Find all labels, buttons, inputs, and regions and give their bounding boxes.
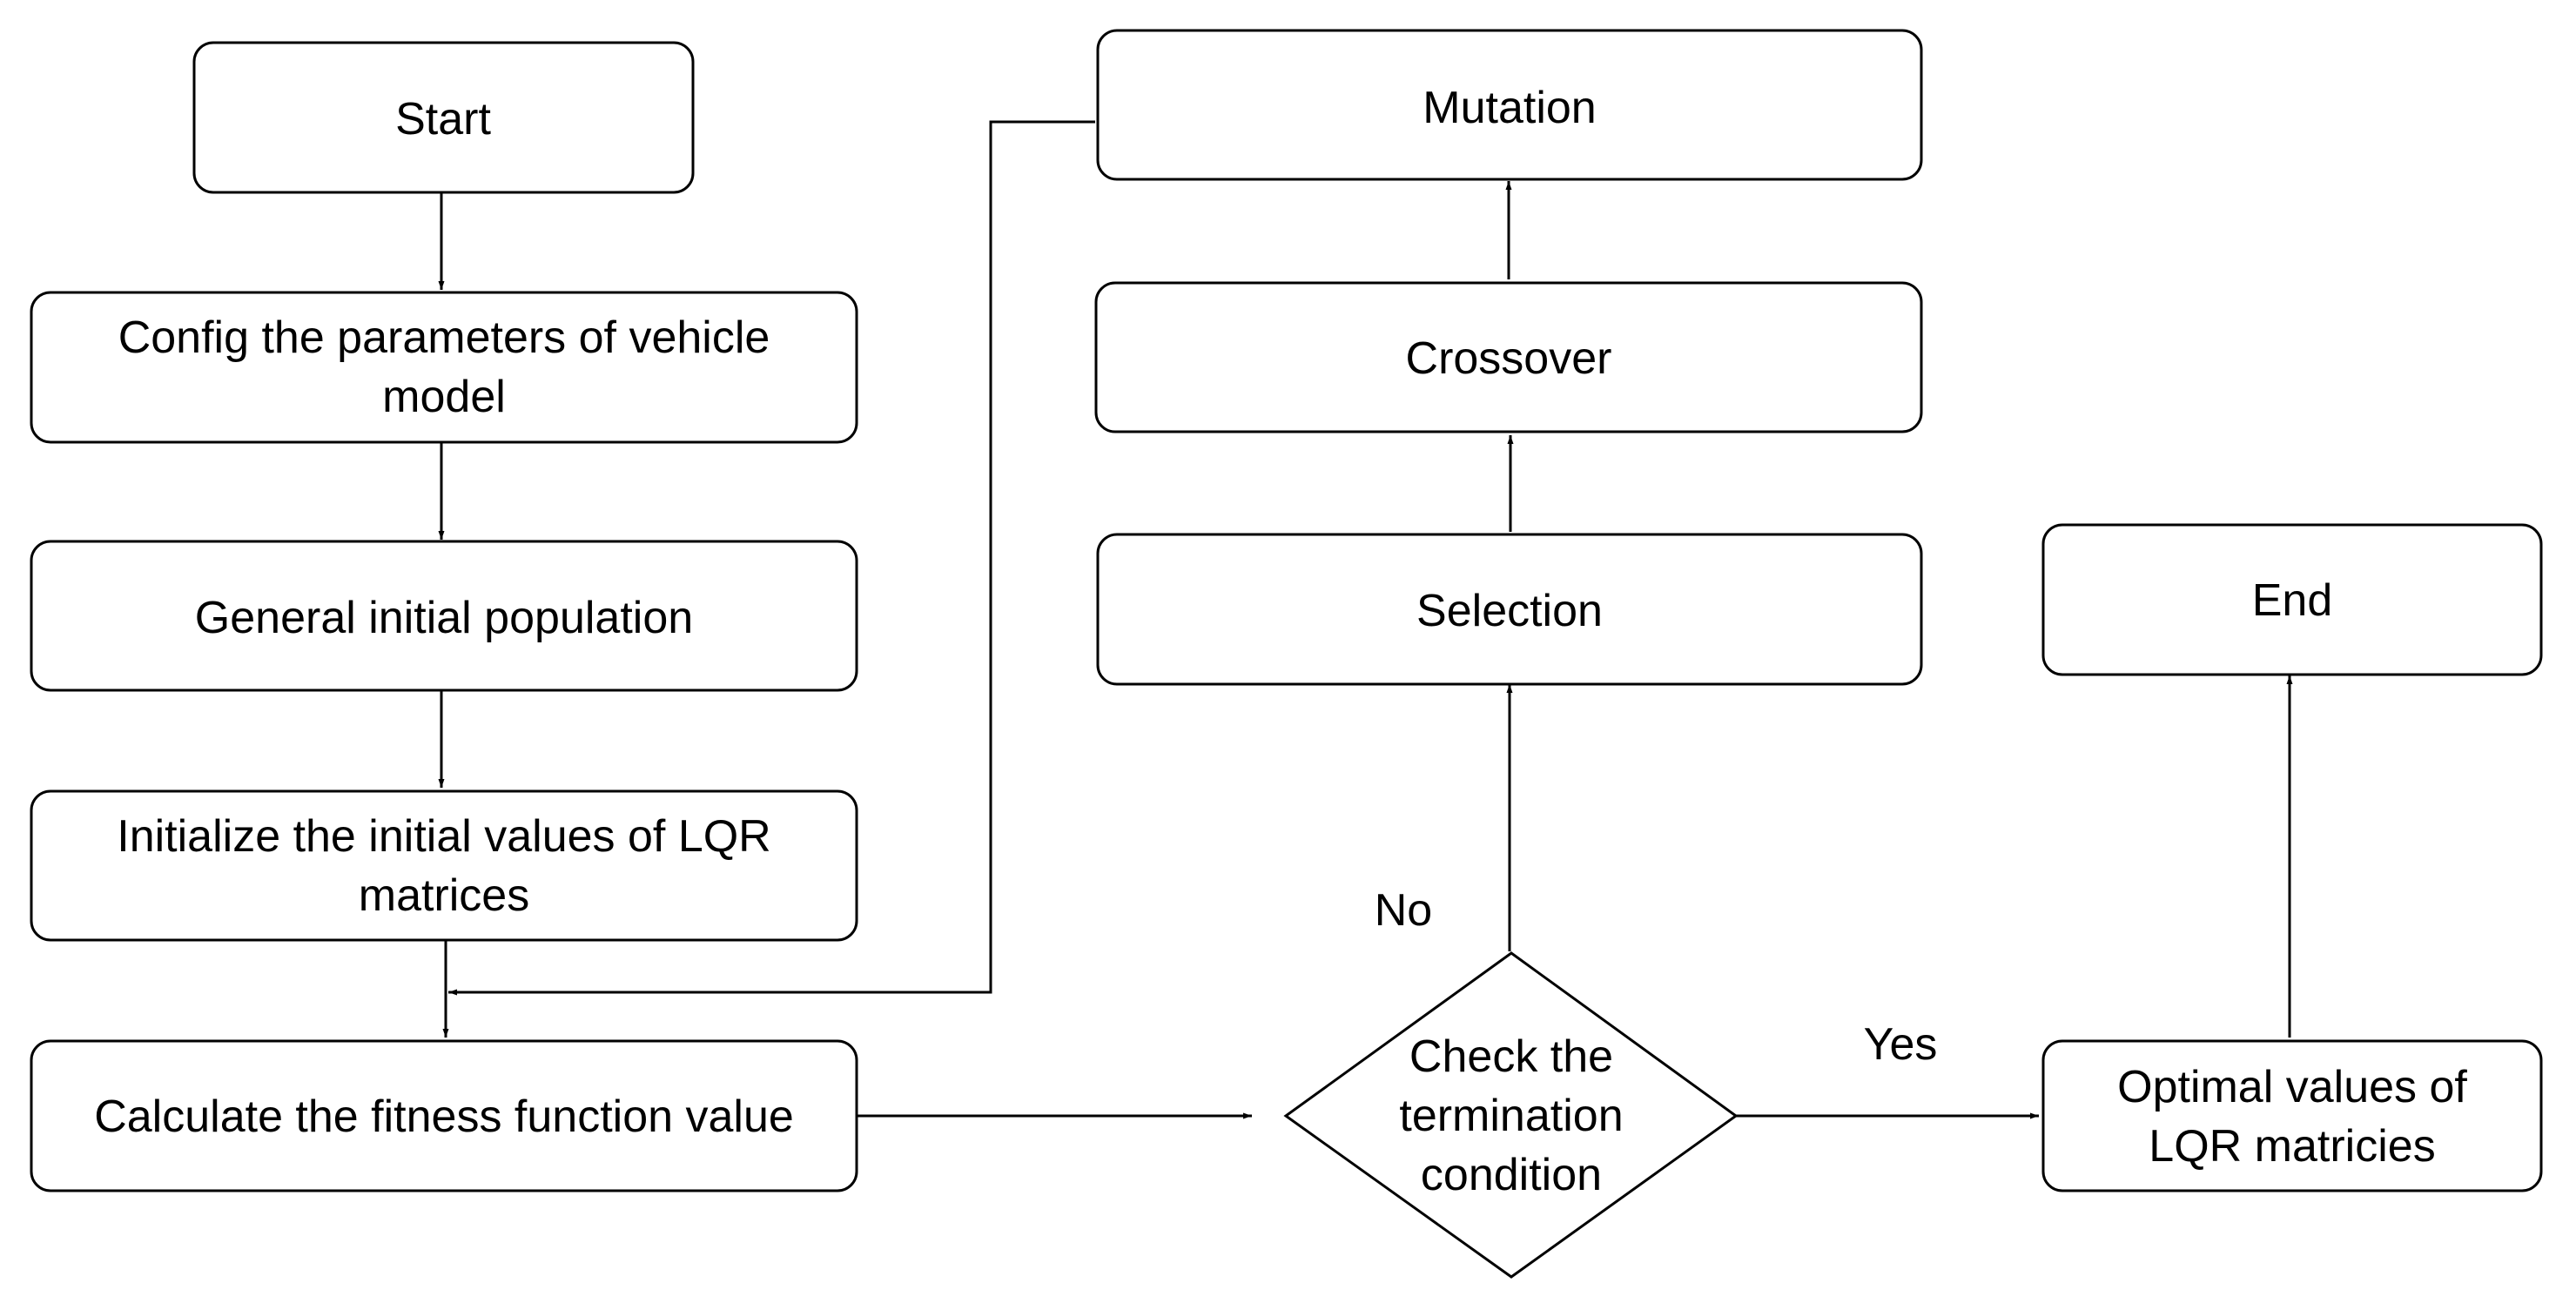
node-crossover: Crossover [1094, 281, 1923, 433]
node-label-line: condition [1421, 1150, 1602, 1200]
edge-labels: No Yes [1375, 885, 1938, 1070]
node-label-line: General initial population [195, 593, 693, 643]
node-calculate-fitness: Calculate the fitness function value [30, 1039, 858, 1192]
edge-label-yes: Yes [1864, 1019, 1938, 1070]
node-mutation: Mutation [1096, 29, 1923, 181]
node-label-line: LQR matricies [2149, 1121, 2435, 1172]
node-general-population-label: General initial population [195, 593, 693, 643]
node-optimal-values: Optimal values of LQR matricies [2041, 1039, 2543, 1192]
node-crossover-label: Crossover [1406, 333, 1612, 384]
node-label-line: Calculate the fitness function value [94, 1091, 794, 1142]
node-initialize-lqr: Initialize the initial values of LQR matr… [30, 789, 858, 942]
node-initialize-lqr-label: Initialize the initial values of LQR matr… [117, 811, 771, 921]
node-label-line: Optimal values of [2117, 1062, 2467, 1112]
nodes: Start Config the parameters of vehicle mo… [30, 29, 2543, 1279]
edges [438, 120, 2293, 1119]
node-label-line: Initialize the initial values of LQR [117, 811, 771, 862]
node-optimal-values-label: Optimal values of LQR matricies [2117, 1062, 2467, 1172]
node-label-line: End [2252, 575, 2333, 626]
node-label-line: model [382, 372, 506, 422]
node-start-label: Start [395, 94, 491, 144]
node-selection-label: Selection [1416, 586, 1603, 636]
edge-label-no: No [1375, 885, 1432, 936]
node-label-line: Crossover [1406, 333, 1612, 384]
node-end-label: End [2252, 575, 2333, 626]
node-config-parameters-label: Config the parameters of vehicle model [118, 312, 770, 422]
node-label-line: Selection [1416, 586, 1603, 636]
node-config-parameters: Config the parameters of vehicle model [30, 291, 858, 444]
node-label-line: Config the parameters of vehicle [118, 312, 770, 363]
edge-mutation-loop-back [448, 120, 1095, 996]
node-start: Start [192, 41, 695, 194]
node-label-line: Check the [1409, 1031, 1613, 1082]
node-calculate-fitness-label: Calculate the fitness function value [94, 1091, 794, 1142]
node-label-line: termination [1399, 1091, 1623, 1141]
node-label-line: matrices [359, 870, 529, 921]
node-label-line: Start [395, 94, 491, 144]
node-general-population: General initial population [30, 540, 858, 692]
node-check-termination: Check the termination condition [1283, 951, 1739, 1279]
node-end: End [2041, 523, 2543, 676]
node-mutation-label: Mutation [1423, 83, 1596, 133]
node-selection: Selection [1096, 533, 1923, 686]
node-check-termination-label: Check the termination condition [1399, 1031, 1623, 1200]
node-label-line: Mutation [1423, 83, 1596, 133]
